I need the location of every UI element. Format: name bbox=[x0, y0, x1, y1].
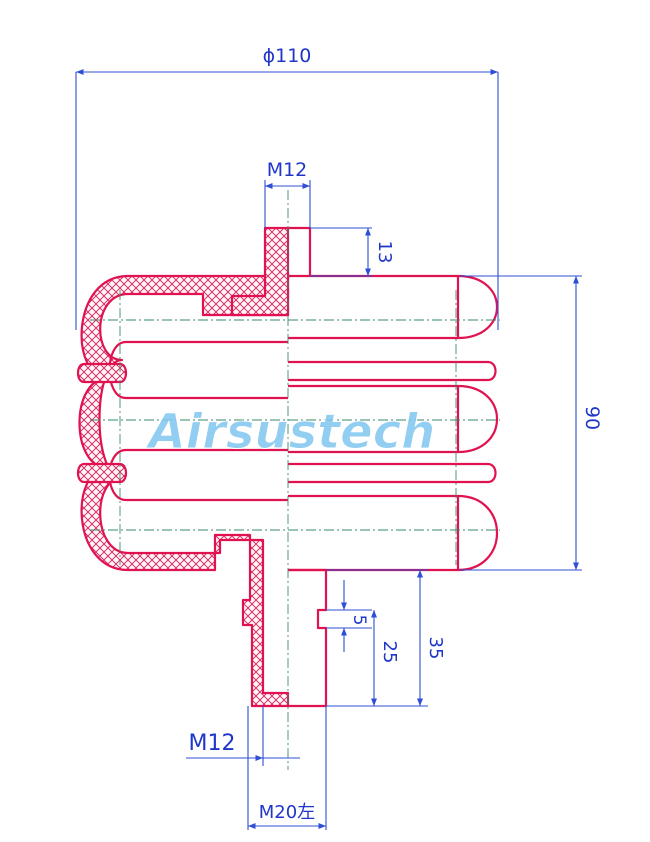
left-bead-top bbox=[76, 362, 128, 384]
bellows-bottom-right bbox=[288, 494, 499, 572]
top-stud-section bbox=[230, 226, 290, 317]
left-ring-inner bbox=[108, 340, 288, 400]
dim-top-thread: M12 bbox=[267, 159, 308, 181]
dim-outer-diameter: ϕ110 bbox=[263, 45, 312, 67]
ring-right-1 bbox=[288, 360, 497, 382]
dimension-lines bbox=[75, 68, 582, 830]
watermark-logo: Airsustech bbox=[145, 404, 436, 460]
dim-bottom-side-thread: M12 bbox=[189, 731, 236, 756]
bottom-stud-outline bbox=[288, 568, 328, 708]
bellows-section-left bbox=[78, 274, 290, 708]
dim-bottom-total: 35 bbox=[425, 637, 446, 660]
dim-bottom-thread-length: 25 bbox=[379, 641, 400, 664]
dim-bottom-step: 5 bbox=[349, 615, 369, 626]
dim-bottom-thread: M20左 bbox=[259, 802, 315, 823]
left-bead-bottom bbox=[76, 462, 128, 484]
center-lines bbox=[90, 190, 500, 770]
dim-body-height: 90 bbox=[581, 406, 603, 430]
dimension-labels: ϕ110 M12 13 90 5 25 35 M12 M20左 bbox=[189, 45, 603, 823]
ring-right-2 bbox=[288, 462, 497, 484]
bellows-outline-right bbox=[288, 274, 498, 340]
right-exterior-view bbox=[288, 226, 499, 708]
top-stud-outline bbox=[288, 226, 312, 276]
dim-top-stud-height: 13 bbox=[374, 241, 395, 264]
bellows-mid-right bbox=[288, 384, 499, 454]
left-section-view bbox=[76, 226, 290, 708]
